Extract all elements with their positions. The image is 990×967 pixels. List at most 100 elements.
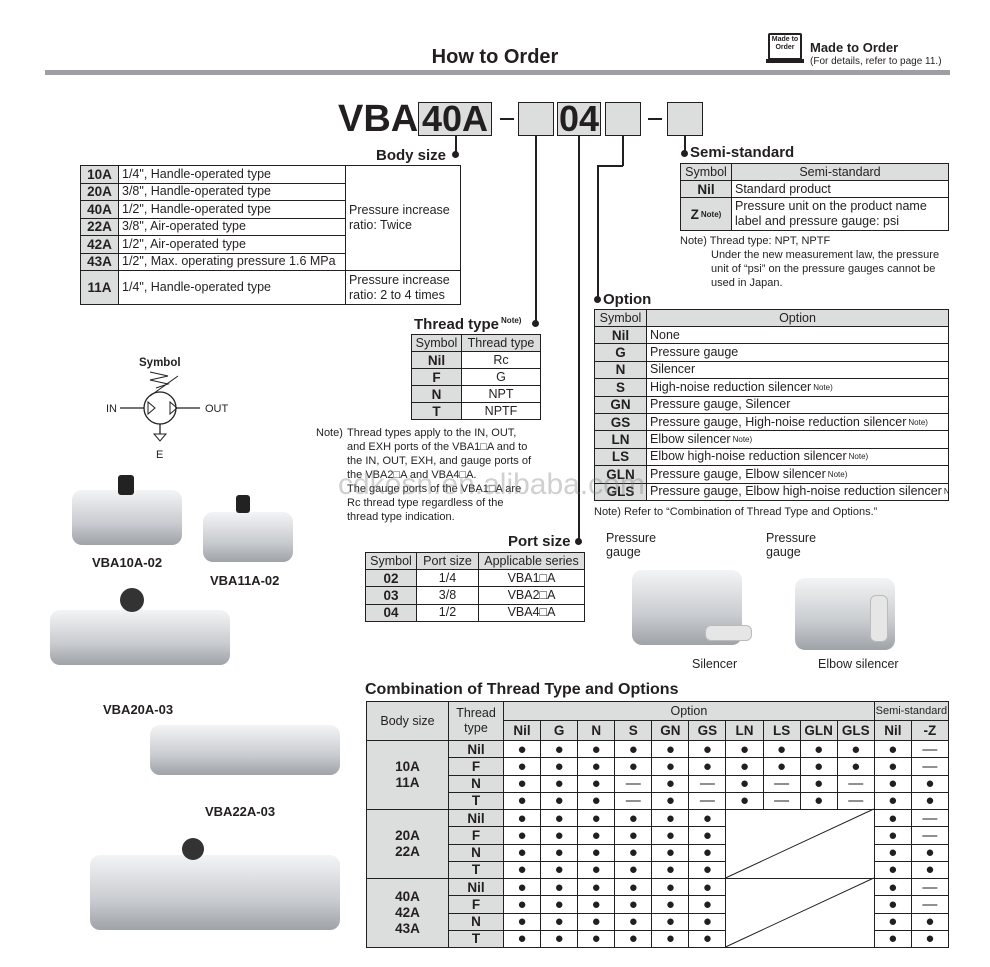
option-symbol: GLN bbox=[594, 465, 647, 484]
available-mark: ● bbox=[873, 895, 912, 914]
pressure-gauge-label: Pressure gauge bbox=[766, 531, 817, 559]
body-size-description: 3/8", Handle-operated type bbox=[118, 182, 346, 201]
leader-dot bbox=[681, 150, 688, 157]
unavailable-mark: — bbox=[910, 757, 949, 776]
unavailable-mark: — bbox=[688, 774, 727, 793]
thread-type-row-label: Nil bbox=[448, 809, 504, 828]
unavailable-mark: — bbox=[910, 809, 949, 828]
symbol-in-label: IN bbox=[106, 403, 117, 415]
page-title: How to Order bbox=[431, 46, 559, 68]
available-mark: ● bbox=[614, 740, 653, 759]
symbol-exh-label: E bbox=[156, 449, 164, 461]
table-header: Semi-standard bbox=[731, 163, 949, 181]
available-mark: ● bbox=[577, 740, 616, 759]
body-size-description: 3/8", Air-operated type bbox=[118, 217, 346, 236]
thread-type-value: NPT bbox=[461, 385, 541, 403]
thread-type-value: NPTF bbox=[461, 402, 541, 420]
available-mark: ● bbox=[577, 826, 616, 845]
note-label: Note) bbox=[316, 427, 343, 439]
symbol-title: Symbol bbox=[139, 357, 181, 369]
product-photo-vba40a bbox=[90, 855, 340, 930]
available-mark: ● bbox=[540, 860, 579, 879]
port-size-value: 1/2 bbox=[416, 603, 479, 622]
option-text: Elbow silencer bbox=[650, 432, 731, 447]
body-size-description: 1/2", Max. operating pressure 1.6 MPa bbox=[118, 252, 346, 271]
available-mark: ● bbox=[873, 860, 912, 879]
leader-line bbox=[578, 136, 580, 541]
table-header: Symbol bbox=[365, 552, 417, 570]
available-mark: ● bbox=[910, 791, 949, 810]
available-mark: ● bbox=[651, 860, 690, 879]
available-mark: ● bbox=[651, 757, 690, 776]
not-applicable-area bbox=[725, 809, 875, 879]
thread-type-value: Rc bbox=[461, 351, 541, 369]
available-mark: ● bbox=[799, 774, 838, 793]
note-marker: Note) bbox=[501, 316, 522, 325]
available-mark: ● bbox=[799, 740, 838, 759]
option-description: Pressure gauge, Silencer bbox=[646, 395, 949, 414]
body-size-symbol: 11A bbox=[80, 270, 119, 305]
port-size-value: VBA1□A bbox=[478, 569, 585, 588]
available-mark: ● bbox=[503, 895, 542, 914]
available-mark: ● bbox=[873, 912, 912, 931]
option-symbol: Nil bbox=[594, 326, 647, 345]
table-header: Option bbox=[503, 701, 875, 721]
available-mark: ● bbox=[762, 757, 801, 776]
available-mark: ● bbox=[688, 912, 727, 931]
option-text: Elbow high-noise reduction silencer bbox=[650, 449, 847, 464]
note-marker: Note) bbox=[827, 469, 848, 479]
thread-type-row-label: F bbox=[448, 757, 504, 776]
available-mark: ● bbox=[688, 878, 727, 897]
thread-type-row-label: T bbox=[448, 929, 504, 948]
photo-caption: VBA22A-03 bbox=[205, 804, 276, 819]
semi-standard-box bbox=[667, 102, 703, 136]
leader-line bbox=[622, 136, 624, 166]
body-size-symbol: 10A bbox=[80, 165, 119, 184]
available-mark: ● bbox=[540, 791, 579, 810]
available-mark: ● bbox=[873, 809, 912, 828]
product-photo-vba11a bbox=[203, 512, 293, 562]
leader-line bbox=[684, 136, 686, 153]
available-mark: ● bbox=[799, 791, 838, 810]
available-mark: ● bbox=[873, 843, 912, 862]
available-mark: ● bbox=[540, 878, 579, 897]
port-size-symbol: 02 bbox=[365, 569, 417, 588]
available-mark: ● bbox=[577, 791, 616, 810]
table-header: Option bbox=[646, 309, 949, 327]
option-text: Pressure gauge, Elbow silencer bbox=[650, 466, 826, 481]
leader-line bbox=[597, 165, 599, 298]
elbow-silencer-label: Elbow silencer bbox=[818, 657, 899, 671]
available-mark: ● bbox=[540, 929, 579, 948]
port-size-title: Port size bbox=[508, 533, 571, 550]
available-mark: ● bbox=[651, 826, 690, 845]
option-description: Pressure gauge, Elbow high-noise reducti… bbox=[646, 482, 949, 501]
available-mark: ● bbox=[503, 774, 542, 793]
available-mark: ● bbox=[651, 895, 690, 914]
available-mark: ● bbox=[688, 740, 727, 759]
available-mark: ● bbox=[836, 757, 875, 776]
silencer-image bbox=[705, 625, 752, 641]
thread-type-row-label: T bbox=[448, 860, 504, 879]
thread-type-row-label: Nil bbox=[448, 878, 504, 897]
thread-type-note: Note) Thread types apply to the IN, OUT,… bbox=[316, 426, 531, 523]
thread-type-row-label: N bbox=[448, 774, 504, 793]
option-symbol: GLS bbox=[594, 482, 647, 501]
available-mark: ● bbox=[873, 774, 912, 793]
note-text: Thread type: NPT, NPTF bbox=[709, 235, 831, 247]
unavailable-mark: — bbox=[910, 826, 949, 845]
available-mark: ● bbox=[873, 826, 912, 845]
semi-standard-title: Semi-standard bbox=[690, 144, 795, 161]
pressure-gauge bbox=[182, 838, 204, 860]
leader-dot bbox=[594, 296, 601, 303]
thread-type-row-label: T bbox=[448, 791, 504, 810]
thread-type-symbol: T bbox=[411, 402, 462, 420]
available-mark: ● bbox=[503, 826, 542, 845]
available-mark: ● bbox=[873, 929, 912, 948]
available-mark: ● bbox=[540, 843, 579, 862]
combination-title: Combination of Thread Type and Options bbox=[365, 681, 679, 698]
note-label: Note) bbox=[680, 235, 707, 247]
option-description: Silencer bbox=[646, 360, 949, 380]
available-mark: ● bbox=[651, 774, 690, 793]
option-symbol: G bbox=[594, 343, 647, 362]
unavailable-mark: — bbox=[910, 878, 949, 897]
